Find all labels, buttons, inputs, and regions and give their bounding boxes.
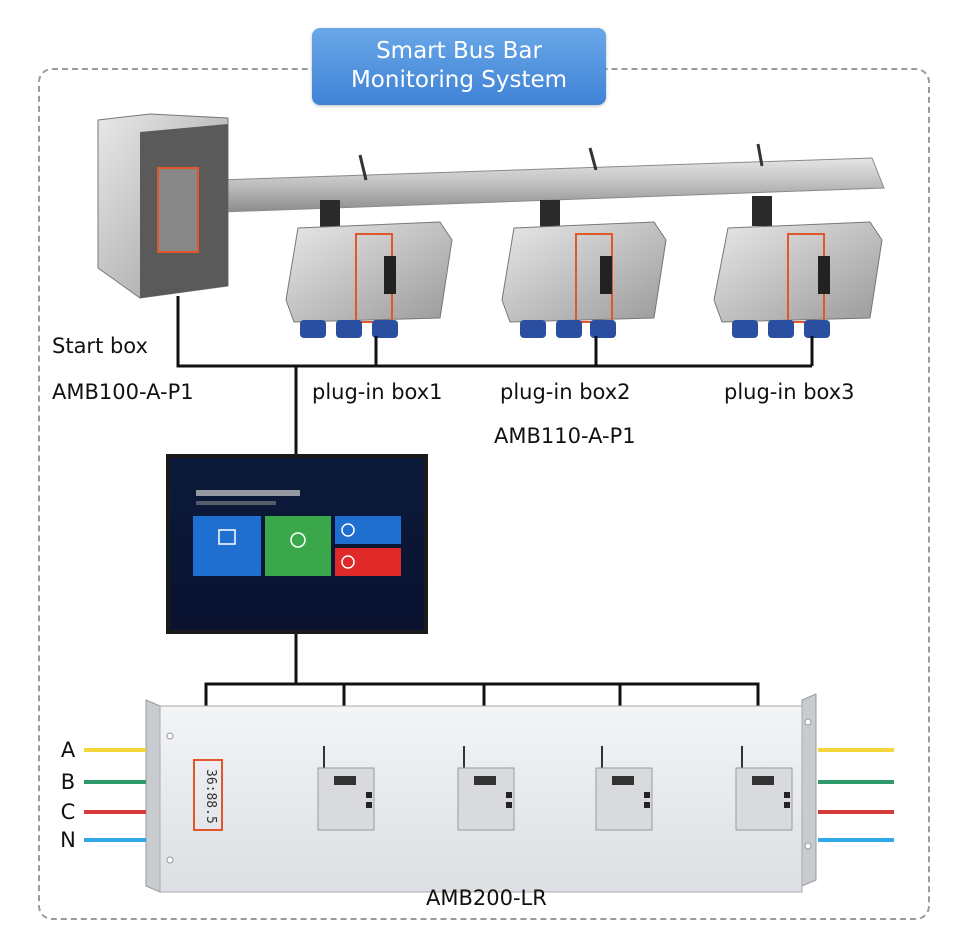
meter-1: [317, 746, 375, 831]
start-box-label: Start box: [52, 334, 148, 358]
panel-display-readout: 36:88.5: [203, 768, 218, 824]
title-line-1: Smart Bus Bar: [376, 38, 542, 64]
plug-in-model-label: AMB110-A-P1: [494, 424, 636, 448]
dashboard-tile-blue: [193, 516, 261, 576]
dashboard-tile-red: [335, 548, 401, 576]
phase-wires: [84, 748, 894, 842]
plug-in-box3-label: plug-in box3: [724, 380, 855, 404]
phase-label-c: C: [60, 800, 76, 824]
phase-label-a: A: [60, 738, 76, 762]
panel-model-label: AMB200-LR: [426, 886, 547, 910]
start-box-device: [97, 113, 229, 299]
dashboard-tile-blue-small: [335, 516, 401, 544]
monitoring-display-screen: [166, 454, 428, 634]
phase-label-b: B: [60, 770, 76, 794]
communication-wires: [176, 296, 814, 706]
dashboard-tile-green: [265, 516, 331, 576]
title-line-2: Monitoring System: [350, 67, 568, 93]
meter-4: [735, 746, 793, 831]
system-title-banner: Smart Bus Bar Monitoring System: [312, 28, 606, 105]
plug-in-box1-label: plug-in box1: [312, 380, 443, 404]
plug-in-box1-device: [285, 200, 453, 338]
phase-label-n: N: [60, 828, 76, 852]
meter-2: [457, 746, 515, 831]
start-box-model: AMB100-A-P1: [52, 380, 194, 404]
plug-in-box2-device: [501, 200, 667, 338]
meter-3: [595, 746, 653, 831]
plug-in-box3-device: [713, 196, 883, 338]
plug-in-box2-label: plug-in box2: [500, 380, 631, 404]
